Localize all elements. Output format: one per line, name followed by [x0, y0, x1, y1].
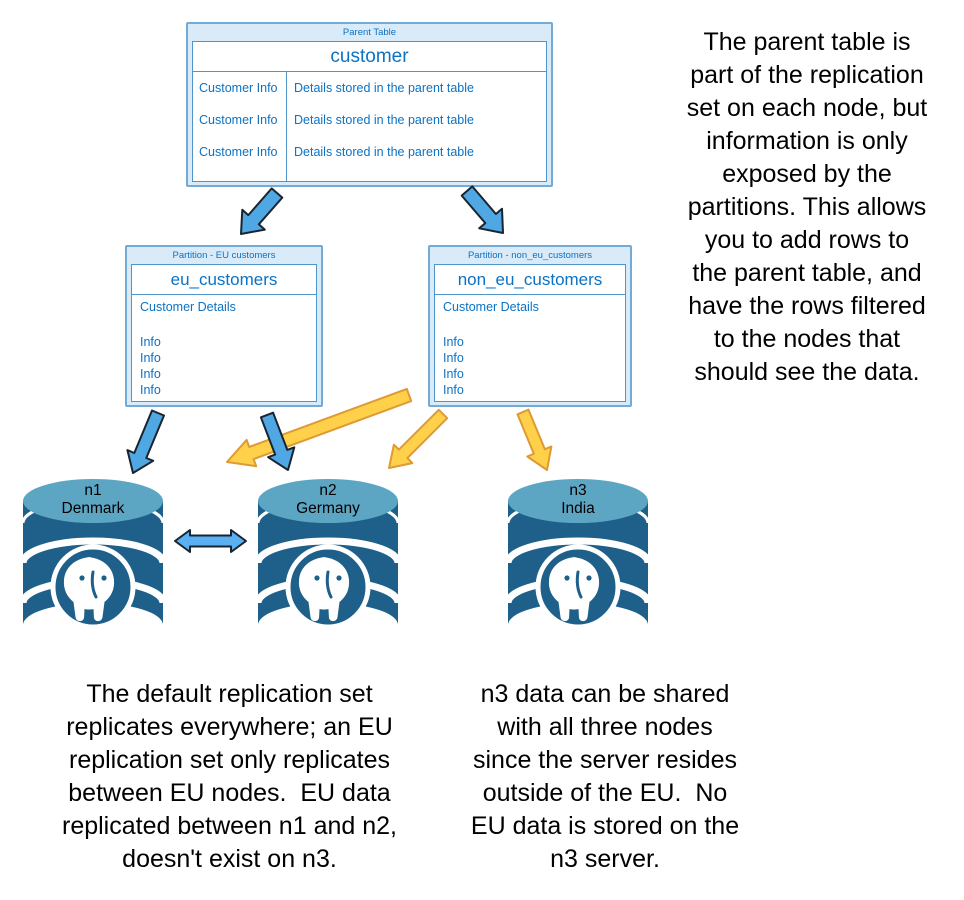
- column-divider: [286, 72, 287, 181]
- partition-noneu-box: Partition - non_eu_customers non_eu_cust…: [428, 245, 632, 407]
- node-name: n3: [569, 482, 587, 499]
- info-row: Info: [140, 335, 161, 349]
- noneu-to-n2-arrow: [388, 408, 449, 469]
- node-label: n2 Germany: [255, 482, 401, 518]
- parent-table-caption: Parent Table: [342, 27, 397, 38]
- node-name: n1: [84, 482, 102, 499]
- info-row: Info: [140, 383, 161, 397]
- table-row: Customer Info Details stored in the pare…: [193, 136, 546, 168]
- parent-table-inner: customer Customer Info Details stored in…: [192, 41, 547, 182]
- info-row: Info: [443, 351, 464, 365]
- partition-detail-label: Customer Details: [443, 300, 539, 314]
- parent-to-noneu-arrow: [460, 185, 504, 234]
- eu-to-n2-arrow: [259, 411, 296, 471]
- info-row: Info: [443, 335, 464, 349]
- row-value: Details stored in the parent table: [294, 145, 474, 159]
- row-label: Customer Info: [199, 81, 278, 95]
- row-label: Customer Info: [199, 145, 278, 159]
- node-n1-database: n1 Denmark: [20, 475, 166, 653]
- info-row: Info: [443, 383, 464, 397]
- partition-eu-body: Customer Details Info Info Info Info: [132, 295, 316, 398]
- partition-eu-caption: Partition - EU customers: [172, 250, 276, 261]
- partition-noneu-caption: Partition - non_eu_customers: [467, 250, 593, 261]
- parent-table-title: customer: [193, 42, 546, 72]
- annotation-default-replication: The default replication set replicates e…: [62, 680, 397, 873]
- row-value: Details stored in the parent table: [294, 81, 474, 95]
- info-row: Info: [140, 367, 161, 381]
- node-n3-database: n3 India: [505, 475, 651, 653]
- parent-table-box: Parent Table customer Customer Info Deta…: [186, 22, 553, 187]
- info-row: Info: [443, 367, 464, 381]
- node-country: India: [561, 500, 595, 517]
- node-country: Germany: [296, 500, 360, 517]
- partition-noneu-title: non_eu_customers: [435, 265, 625, 295]
- n1-n2-sync-arrow: [174, 529, 247, 553]
- partition-detail-label: Customer Details: [140, 300, 236, 314]
- node-name: n2: [319, 482, 337, 499]
- partition-eu-box: Partition - EU customers eu_customers Cu…: [125, 245, 323, 407]
- eu-to-n1-arrow: [126, 409, 165, 474]
- noneu-to-n3-arrow: [516, 408, 553, 471]
- row-value: Details stored in the parent table: [294, 113, 474, 127]
- partition-noneu-inner: non_eu_customers Customer Details Info I…: [434, 264, 626, 402]
- annotation-parent-table: The parent table is part of the replicat…: [686, 28, 928, 386]
- node-label: n1 Denmark: [20, 482, 166, 518]
- partition-noneu-body: Customer Details Info Info Info Info: [435, 295, 625, 398]
- table-row: Customer Info Details stored in the pare…: [193, 72, 546, 104]
- info-row: Info: [140, 351, 161, 365]
- node-label: n3 India: [505, 482, 651, 518]
- node-n2-database: n2 Germany: [255, 475, 401, 653]
- parent-table-body: Customer Info Details stored in the pare…: [193, 72, 546, 181]
- partition-eu-inner: eu_customers Customer Details Info Info …: [131, 264, 317, 402]
- node-country: Denmark: [61, 500, 125, 517]
- partition-eu-title: eu_customers: [132, 265, 316, 295]
- annotation-n3-data: n3 data can be shared with all three nod…: [470, 680, 740, 873]
- table-row: Customer Info Details stored in the pare…: [193, 104, 546, 136]
- row-label: Customer Info: [199, 113, 278, 127]
- parent-to-eu-arrow: [240, 187, 284, 235]
